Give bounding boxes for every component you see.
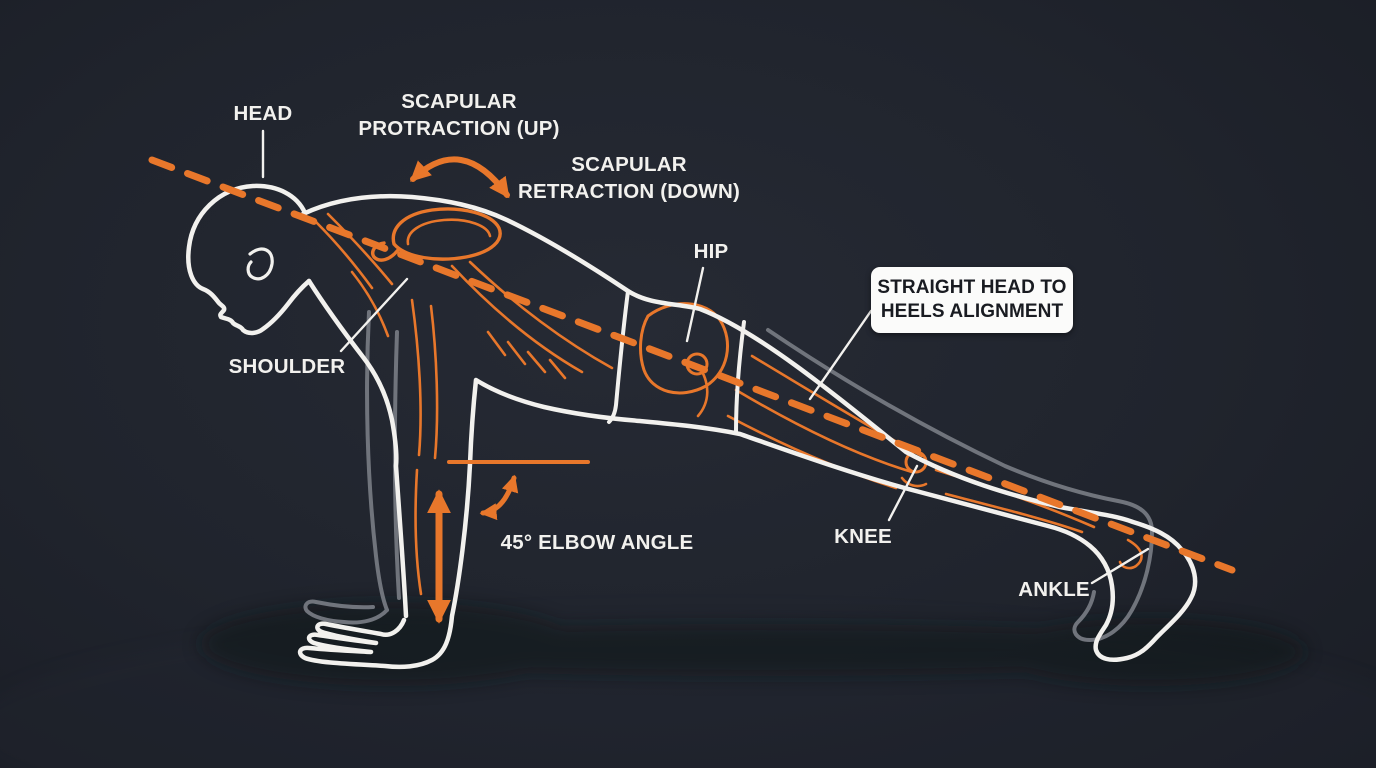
far-arm-front xyxy=(365,310,389,612)
serratus-line xyxy=(506,340,527,366)
hip-crease-line xyxy=(734,320,746,434)
lat-line xyxy=(468,260,614,370)
scapula-outline xyxy=(371,207,502,262)
ankle-label: ANKLE xyxy=(1018,578,1090,601)
orange-arrows xyxy=(410,156,590,624)
ear-outline xyxy=(246,247,274,281)
achilles-hook xyxy=(1118,538,1143,570)
hand-shadow xyxy=(200,602,580,686)
upper-arm-muscle xyxy=(429,304,439,460)
hamstring-line xyxy=(734,388,914,474)
elbow-angle-arc-arrow xyxy=(479,474,519,521)
head-outline xyxy=(186,183,312,336)
serratus-line xyxy=(486,330,507,357)
far-leg xyxy=(766,328,1154,642)
neck-muscle xyxy=(326,212,394,286)
scapula-shape xyxy=(391,207,502,261)
floor-shadow xyxy=(200,602,1305,686)
forearm-muscle xyxy=(414,468,423,596)
alignment-callout: STRAIGHT HEAD TO HEELS ALIGNMENT xyxy=(871,267,1073,333)
serratus-line xyxy=(526,350,547,374)
ankle-leader-line xyxy=(1090,547,1150,585)
elbow-angle-label: 45° ELBOW ANGLE xyxy=(500,531,694,554)
knee-label: KNEE xyxy=(834,525,892,548)
leader-lines xyxy=(261,129,1150,585)
scapular-protraction-label: SCAPULAR PROTRACTION (UP) xyxy=(358,90,560,140)
callout-leader-line xyxy=(808,309,873,401)
knee-leader-line xyxy=(887,464,919,522)
hip-label: HIP xyxy=(693,240,729,263)
shoulder-leader-line xyxy=(339,277,409,353)
serratus-line xyxy=(548,358,567,380)
scapular-retraction-label: SCAPULAR RETRACTION (DOWN) xyxy=(517,153,741,203)
foot-shadow xyxy=(995,618,1305,686)
neck-and-front-arm xyxy=(306,278,409,619)
calf-line xyxy=(944,492,1084,534)
knee-detail xyxy=(900,476,928,488)
waist-line xyxy=(607,289,630,424)
front-delt-line xyxy=(350,270,390,338)
alignment-dashed-line xyxy=(148,156,1236,574)
head-label: HEAD xyxy=(233,102,293,125)
scapula-inner-line xyxy=(406,218,492,246)
far-hand xyxy=(303,599,389,625)
neck-muscle xyxy=(314,220,374,290)
upper-arm-muscle xyxy=(410,298,422,457)
hip-leader-line xyxy=(685,266,705,343)
scapular-motion-arrow xyxy=(410,156,510,199)
lat-line xyxy=(450,264,584,374)
shoulder-label: SHOULDER xyxy=(228,355,346,378)
